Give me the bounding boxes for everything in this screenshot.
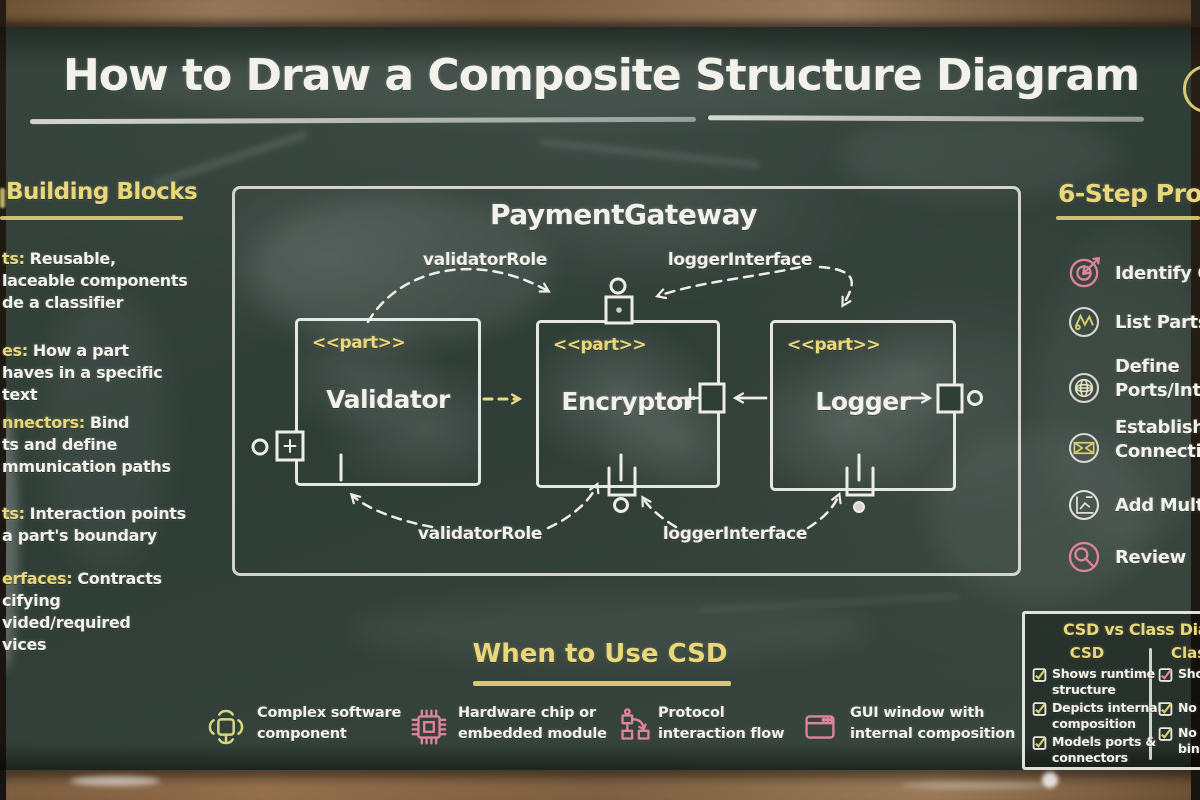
six-step-process-heading: 6-Step Pro: [1058, 179, 1200, 208]
checkbox-checked-icon: [1032, 668, 1047, 682]
checkbox-checked-icon: [1158, 727, 1173, 741]
column-header-class: Class: [1171, 644, 1200, 662]
part-stereotype: <<part>>: [787, 335, 881, 355]
checkbox-checked-icon: [1158, 668, 1173, 682]
table-cell: Depicts internal composition: [1052, 700, 1162, 731]
step-label: Review: [1115, 547, 1187, 568]
step-label: Identify C: [1115, 263, 1200, 284]
cut-heading-glyph: [0, 188, 5, 208]
list-parts-icon: [1068, 306, 1100, 338]
step-label: Connectio: [1115, 441, 1200, 462]
connector-label-validator-role-bottom: validatorRole: [417, 524, 543, 544]
step-label: Ports/Inte: [1115, 380, 1200, 401]
building-block-interfaces: erfaces:Contracts cifying vided/required…: [2, 569, 162, 654]
step-label: Establish: [1115, 417, 1200, 438]
table-cell: Shows runtime structure: [1052, 666, 1155, 697]
checkbox-checked-icon: [1158, 702, 1173, 716]
table-title: CSD vs Class Diag: [1063, 620, 1200, 639]
part-name: Encryptor: [561, 387, 695, 416]
wood-frame-top: [0, 0, 1200, 27]
step-label: Add Multi: [1115, 495, 1200, 516]
multiplicity-icon: [1068, 489, 1100, 521]
part-encryptor-box: <<part>> Encryptor: [536, 320, 720, 488]
part-logger-box: <<part>> Logger: [770, 320, 956, 491]
building-block-ports: ts:Interaction points a part's boundary: [2, 504, 186, 545]
checkbox-checked-icon: [1032, 736, 1047, 750]
chalk-dust: [70, 776, 160, 786]
chalk-dust: [900, 782, 1050, 789]
connector-label-validator-role-top: validatorRole: [422, 250, 548, 270]
use-case-label: GUI window with internal composition: [850, 705, 1016, 742]
when-to-use-underline: [473, 681, 731, 686]
step-label: List Parts: [1115, 312, 1200, 333]
title-underline: [707, 115, 1145, 122]
term-keyword: ts:: [2, 504, 25, 523]
column-header-csd: CSD: [1069, 644, 1105, 662]
chalk-streak: [700, 593, 960, 613]
connections-icon: [1068, 432, 1100, 464]
checkbox-checked-icon: [1032, 702, 1047, 716]
use-case-label: Complex software component: [257, 705, 402, 742]
classifier-name: PaymentGateway: [490, 198, 757, 231]
table-cell: Models ports & connectors: [1052, 734, 1157, 765]
page-title: How to Draw a Composite Structure Diagra…: [62, 50, 1140, 101]
step-label: Define: [1115, 356, 1180, 377]
part-validator-box: <<part>> Validator: [295, 318, 481, 486]
magnifier-icon: [1068, 541, 1100, 573]
part-stereotype: <<part>>: [553, 335, 647, 355]
globe-ports-icon: [1068, 372, 1100, 404]
part-stereotype: <<part>>: [312, 333, 406, 353]
part-name: Validator: [326, 385, 450, 414]
building-block-roles: es:How a part haves in a specific text: [2, 341, 163, 404]
software-component-icon: [208, 709, 244, 745]
board-shadow: [0, 742, 1200, 770]
term-keyword: es:: [2, 341, 28, 360]
protocol-flow-icon: [621, 708, 650, 740]
gui-window-icon: [805, 715, 835, 739]
use-case-label: Protocol interaction flow: [658, 705, 785, 742]
connector-label-logger-interface-top: loggerInterface: [667, 250, 813, 270]
use-case-label: Hardware chip or embedded module: [458, 705, 607, 742]
wood-frame-bottom: [0, 770, 1200, 800]
table-cell: No po bindin: [1178, 725, 1200, 756]
table-cell: No ru: [1178, 700, 1200, 715]
target-arrow-icon: [1069, 256, 1101, 288]
title-underline: [29, 116, 697, 124]
table-cell: Shows: [1178, 666, 1200, 681]
building-block-connectors: nnectors:Bind ts and define mmunication …: [2, 413, 171, 476]
building-blocks-underline: [0, 216, 183, 220]
term-keyword: nnectors:: [2, 413, 85, 432]
chalk-dust: [1042, 772, 1058, 788]
chalk-circle-doodle: [1183, 65, 1200, 113]
chalk-streak: [540, 138, 760, 169]
hardware-chip-icon: [411, 709, 447, 745]
connector-label-logger-interface-bottom: loggerInterface: [662, 524, 808, 544]
six-step-process-underline: [1056, 216, 1200, 220]
building-blocks-heading: Building Blocks: [6, 179, 198, 205]
term-keyword: erfaces:: [2, 569, 73, 588]
term-keyword: ts:: [2, 249, 25, 268]
column-divider: [1149, 648, 1152, 760]
when-to-use-heading: When to Use CSD: [472, 639, 728, 669]
part-name: Logger: [815, 387, 911, 416]
csd-vs-class-table: CSD vs Class Diag CSD Class Shows runtim…: [1022, 611, 1200, 770]
building-block-parts: ts:Reusable, laceable components de a cl…: [2, 249, 188, 312]
